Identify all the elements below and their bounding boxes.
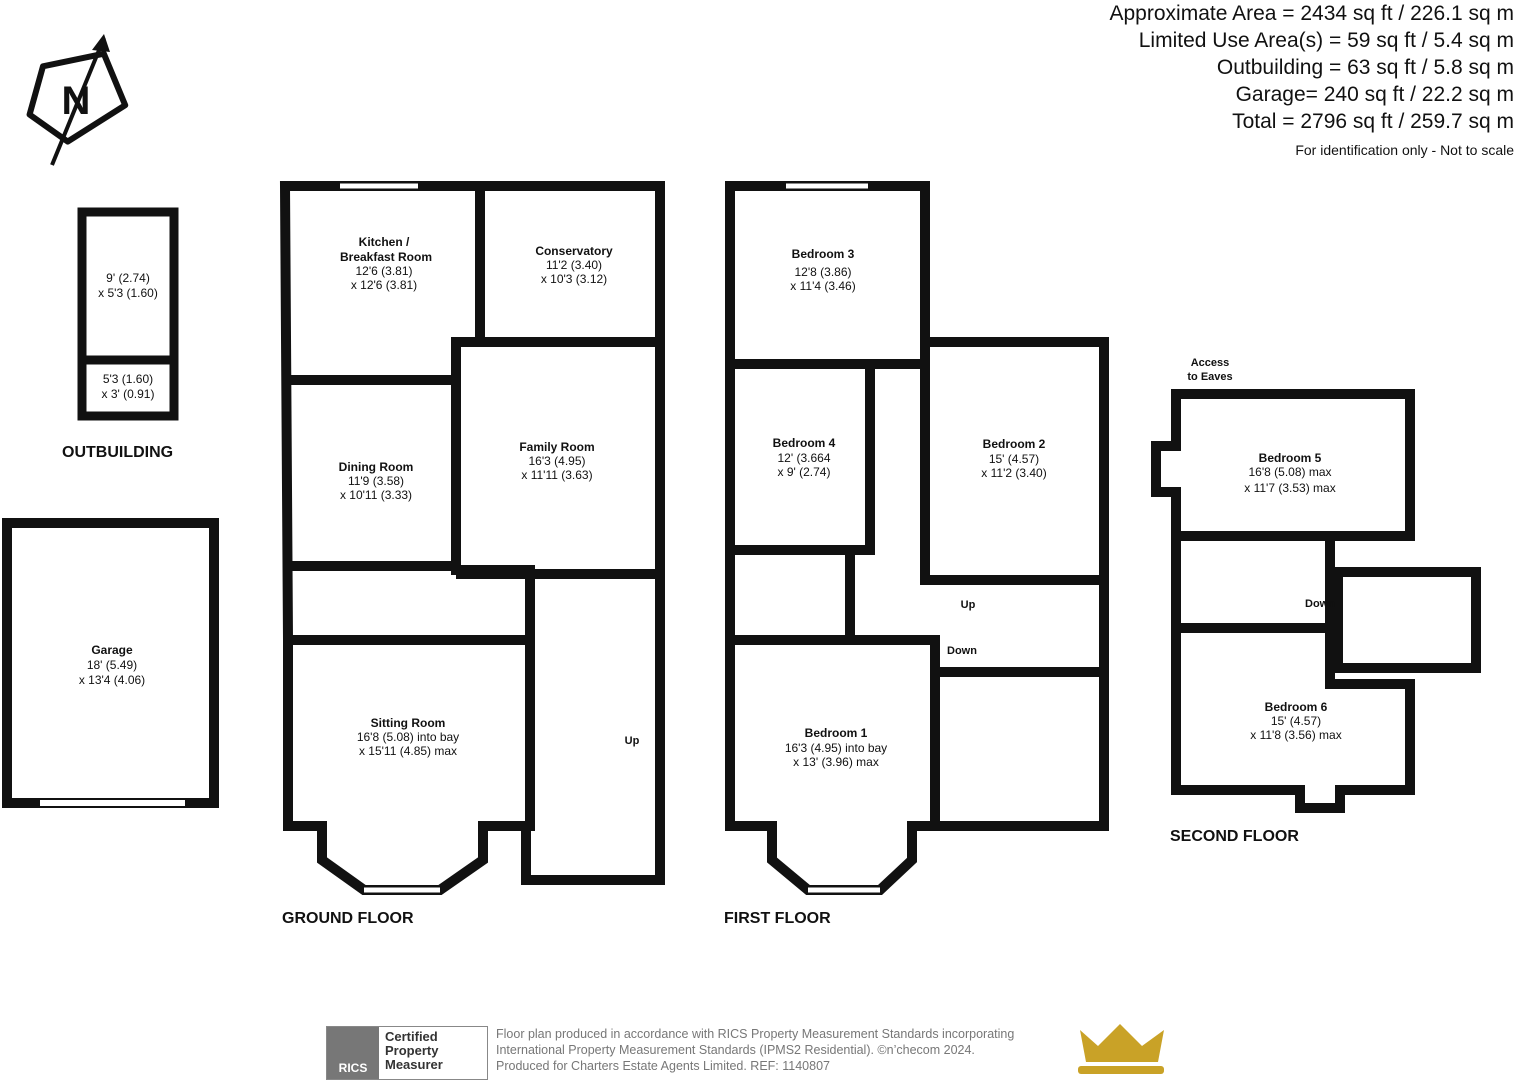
kitchen-dim1: 12'6 (3.81) [356, 264, 413, 278]
outbuilding-title: OUTBUILDING [62, 444, 173, 461]
first-stairs-down: Down [947, 645, 977, 657]
bed6-dim1: 15' (4.57) [1271, 714, 1321, 728]
rics-logo: RICS [327, 1027, 379, 1079]
limited-area: Limited Use Area(s) = 59 sq ft / 5.4 sq … [1138, 29, 1514, 52]
first-stairs-up: Up [961, 599, 976, 611]
bed3-dim1: 12'8 (3.86) [795, 265, 852, 279]
sitting-dim1: 16'8 (5.08) into bay [357, 730, 459, 744]
bed5-dim1: 16'8 (5.08) max [1249, 465, 1332, 479]
first-floor-title: FIRST FLOOR [724, 910, 831, 927]
family-name: Family Room [519, 440, 594, 454]
crown-logo-icon [1078, 1024, 1164, 1074]
conservatory-dim1: 11'2 (3.40) [546, 258, 602, 272]
total-area: Total = 2796 sq ft / 259.7 sq m [1232, 110, 1514, 133]
garage-name: Garage [91, 643, 133, 657]
out1-dim2: x 5'3 (1.60) [98, 286, 158, 300]
badge-line2: Property [385, 1043, 439, 1058]
approx-area: Approximate Area = 2434 sq ft / 226.1 sq… [1109, 2, 1515, 25]
eaves-label1: Access [1191, 357, 1230, 369]
kitchen-name1: Kitchen / [359, 235, 410, 249]
ground-floor-title: GROUND FLOOR [282, 910, 414, 927]
bed5-name: Bedroom 5 [1259, 451, 1322, 465]
bed4-dim2: x 9' (2.74) [778, 465, 831, 479]
second-floor-plan [1151, 389, 1481, 813]
footer-line3: Produced for Charters Estate Agents Limi… [496, 1059, 830, 1073]
garage-dim1: 18' (5.49) [87, 658, 137, 672]
area-summary: Approximate Area = 2434 sq ft / 226.1 sq… [1110, 0, 1515, 164]
second-stairs-down: Down [1305, 598, 1335, 610]
conservatory-dim2: x 10'3 (3.12) [541, 272, 607, 286]
second-floor-title: SECOND FLOOR [1170, 828, 1299, 845]
family-dim1: 16'3 (4.95) [529, 454, 586, 468]
conservatory-name: Conservatory [535, 244, 613, 258]
bed2-dim2: x 11'2 (3.40) [981, 466, 1046, 480]
bed5-dim2: x 11'7 (3.53) max [1244, 481, 1335, 495]
bed6-name: Bedroom 6 [1265, 700, 1328, 714]
bed6-dim2: x 11'8 (3.56) max [1250, 728, 1341, 742]
out2-dim1: 5'3 (1.60) [103, 372, 153, 386]
outbuilding-area: Outbuilding = 63 sq ft / 5.8 sq m [1216, 56, 1514, 79]
ground-floor-plan [279, 181, 665, 895]
eaves-label2: to Eaves [1187, 371, 1232, 383]
badge-line1: Certified [385, 1029, 438, 1044]
sitting-dim2: x 15'11 (4.85) max [359, 744, 457, 758]
badge-line3: Measurer [385, 1057, 443, 1072]
bed4-dim1: 12' (3.664 [778, 451, 831, 465]
garage-dim2: x 13'4 (4.06) [79, 673, 145, 687]
dining-dim2: x 10'11 (3.33) [340, 488, 412, 502]
outbuilding-plan [77, 207, 179, 421]
ground-stairs-up: Up [625, 735, 640, 747]
bed1-dim2: x 13' (3.96) max [793, 755, 879, 769]
bed3-name: Bedroom 3 [792, 247, 855, 261]
north-arrow-icon: N [26, 34, 129, 166]
bed2-name: Bedroom 2 [983, 437, 1046, 451]
family-dim2: x 11'11 (3.63) [521, 468, 592, 482]
bed3-dim2: x 11'4 (3.46) [790, 279, 855, 293]
footer-line1: Floor plan produced in accordance with R… [496, 1027, 1015, 1041]
footer-text: Floor plan produced in accordance with R… [496, 1026, 1014, 1074]
first-floor-plan [725, 181, 1109, 895]
garage-area: Garage= 240 sq ft / 22.2 sq m [1235, 83, 1514, 106]
scale-note: For identification only - Not to scale [1295, 142, 1514, 158]
out1-dim1: 9' (2.74) [106, 271, 150, 285]
dining-name: Dining Room [339, 460, 414, 474]
footer-line2: International Property Measurement Stand… [496, 1043, 975, 1057]
bed4-name: Bedroom 4 [773, 436, 836, 450]
kitchen-name2: Breakfast Room [340, 250, 432, 264]
certified-badge: RICS Certified Property Measurer [326, 1026, 488, 1080]
kitchen-dim2: x 12'6 (3.81) [351, 278, 417, 292]
bed1-dim1: 16'3 (4.95) into bay [785, 741, 887, 755]
dining-dim1: 11'9 (3.58) [348, 474, 404, 488]
out2-dim2: x 3' (0.91) [102, 387, 155, 401]
north-letter: N [62, 79, 91, 123]
sitting-name: Sitting Room [371, 716, 446, 730]
bed1-name: Bedroom 1 [805, 726, 868, 740]
bed2-dim1: 15' (4.57) [989, 452, 1039, 466]
